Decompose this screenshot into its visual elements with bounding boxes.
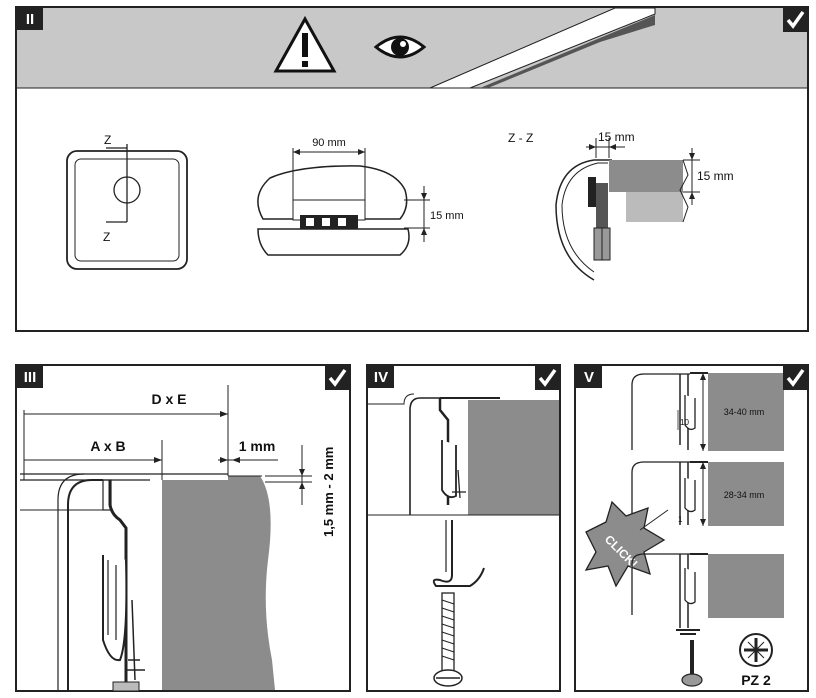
gap-label: 15 mm [430, 210, 464, 222]
axb-label: A x B [90, 438, 125, 454]
thickness-label: 1,5 mm - 2 mm [321, 447, 336, 537]
small-dimension-1: 10 [680, 418, 689, 427]
panel-v: 10 34-40 mm 1 28-34 mm CLICK! [574, 364, 809, 692]
panel-ii: II Z Z [15, 6, 809, 332]
right-dimension-label: 15 mm [697, 169, 734, 183]
step-label: III [24, 369, 37, 386]
step-label: II [26, 11, 34, 28]
panel-iii: D x E A x B 1 mm 1,5 mm - 2 mm III [15, 364, 351, 692]
step-label: IV [374, 369, 388, 386]
step-label: V [584, 369, 594, 386]
clip-icon [300, 215, 358, 229]
small-dimension-2: 1 [678, 515, 683, 524]
range-label-1: 34-40 mm [724, 407, 765, 417]
top-dimension-label: 15 mm [598, 130, 635, 144]
section-zz-view: Z - Z 15 mm 15 mm [508, 130, 734, 281]
section-z-bottom: Z [103, 230, 110, 244]
pozidriv-icon [739, 633, 773, 667]
check-badge [535, 366, 559, 390]
screw-and-driver [676, 629, 703, 687]
section-zz-label: Z - Z [508, 131, 533, 145]
click-burst: CLICK! [584, 500, 669, 588]
countertop-edge [429, 7, 656, 89]
range-label-2: 28-34 mm [724, 490, 765, 500]
sink-top-view: Z Z [66, 133, 188, 270]
check-badge [325, 366, 349, 390]
width-label: 90 mm [312, 137, 346, 149]
mounting-clip [102, 480, 145, 692]
warning-icon [273, 15, 337, 73]
section-z-top: Z [104, 133, 111, 147]
clip-spacing-view: 90 mm 15 mm [257, 137, 464, 256]
mounting-clip [438, 398, 466, 505]
check-badge [783, 366, 807, 390]
eye-icon [373, 35, 427, 59]
driver-label: PZ 2 [741, 672, 771, 688]
dxe-label: D x E [151, 391, 186, 407]
panel-iv: IV [366, 364, 561, 692]
clip-icon [588, 177, 611, 261]
gap-label: 1 mm [239, 438, 276, 454]
check-badge [783, 8, 807, 32]
clip-and-screw [432, 520, 485, 687]
